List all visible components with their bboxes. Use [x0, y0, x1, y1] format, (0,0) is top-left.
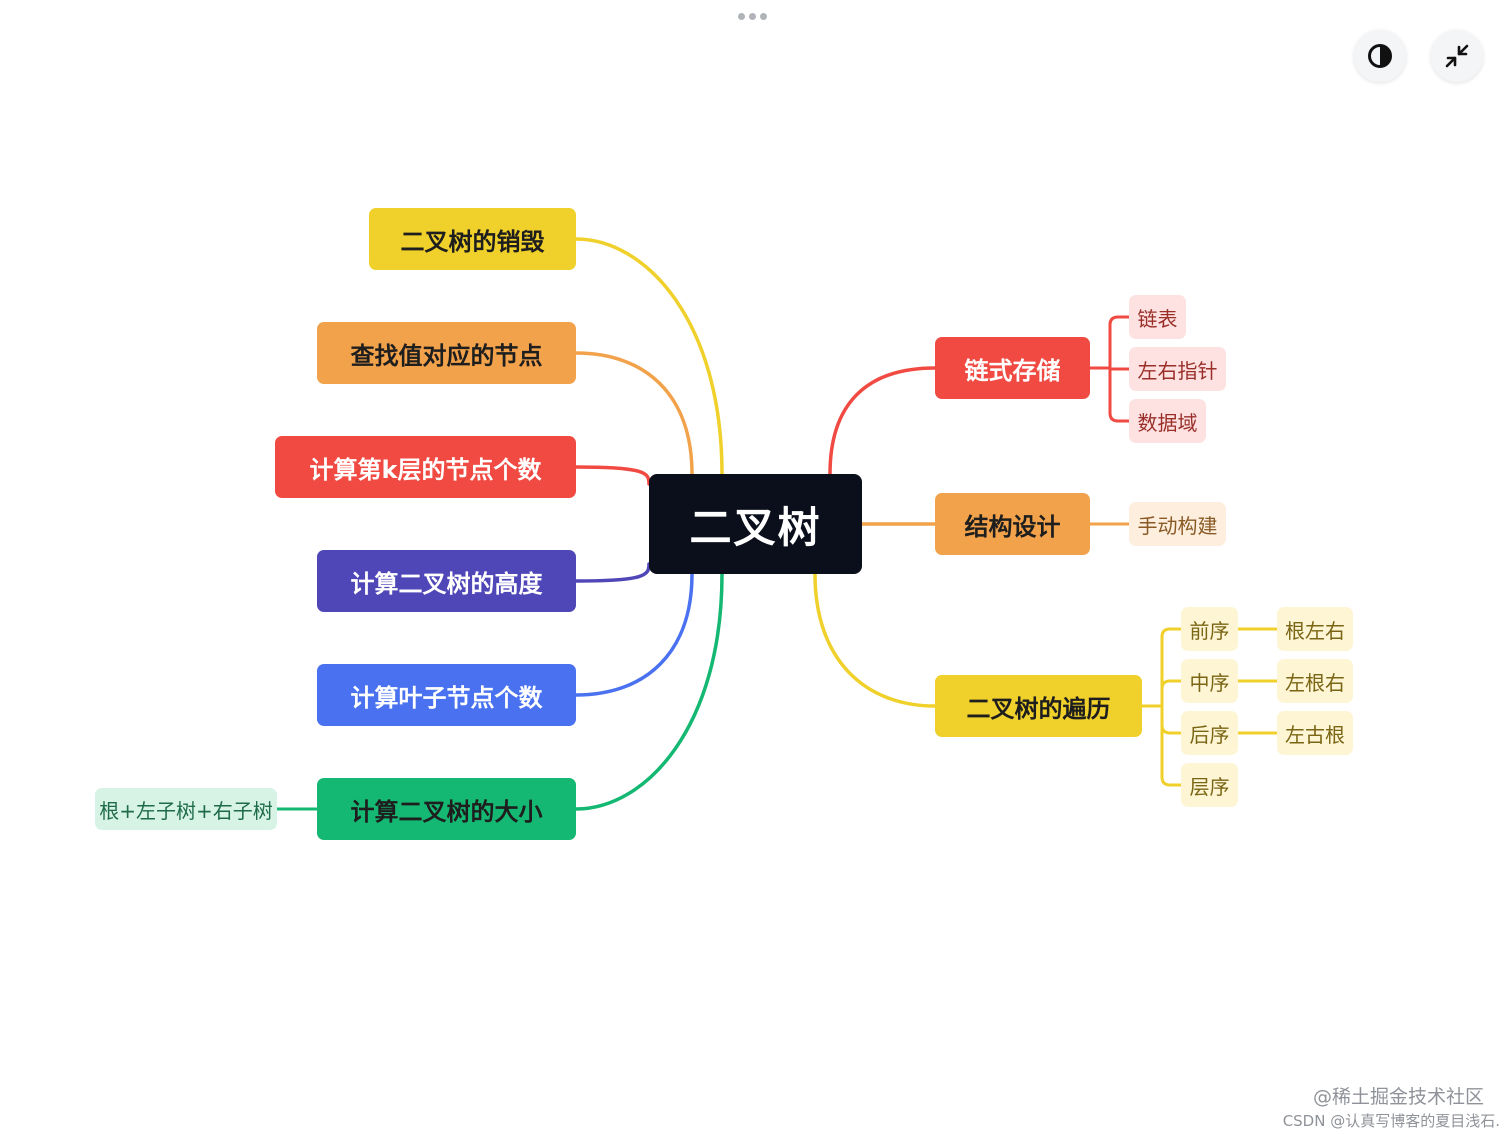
branch-find[interactable]: 查找值对应的节点	[317, 322, 576, 384]
connector-traverse-leaf-2	[1160, 723, 1183, 735]
leaf-traverse-1-0[interactable]: 左根右	[1277, 659, 1353, 703]
leaf-traverse-1[interactable]: 中序	[1181, 659, 1238, 703]
branch-leaf[interactable]: 计算叶子节点个数	[317, 664, 576, 726]
leaf-size-0[interactable]: 根+左子树+右子树	[95, 788, 277, 830]
theme-toggle-button[interactable]	[1354, 30, 1406, 82]
branch-design[interactable]: 结构设计	[935, 493, 1090, 555]
connector-height	[574, 562, 651, 583]
leaf-linked-1[interactable]: 左右指针	[1129, 347, 1226, 391]
connector-traverse-leaf-0	[1160, 627, 1183, 639]
leaf-linked-0[interactable]: 链表	[1129, 295, 1186, 339]
watermark-csdn: CSDN @认真写博客的夏目浅石.	[1282, 1112, 1500, 1130]
connector-destroy	[574, 237, 724, 476]
leaf-traverse-3[interactable]: 层序	[1181, 763, 1238, 807]
more-dots-icon[interactable]	[738, 13, 767, 20]
branch-destroy[interactable]: 二叉树的销毁	[369, 208, 576, 270]
watermark-juejin: @稀土掘金技术社区	[1312, 1086, 1484, 1108]
leaf-traverse-2-0[interactable]: 左古根	[1277, 711, 1353, 755]
branch-size[interactable]: 计算二叉树的大小	[317, 778, 576, 840]
root-node[interactable]: 二叉树	[649, 474, 862, 574]
collapse-button[interactable]	[1431, 30, 1483, 82]
branch-height[interactable]: 计算二叉树的高度	[317, 550, 576, 612]
connector-find	[574, 351, 694, 476]
branch-traverse[interactable]: 二叉树的遍历	[935, 675, 1142, 737]
branch-klevel[interactable]: 计算第k层的节点个数	[275, 436, 576, 498]
connector-traverse-leaf-1	[1160, 679, 1183, 691]
leaf-design-0[interactable]: 手动构建	[1129, 502, 1226, 546]
connector-linked	[828, 366, 937, 476]
leaf-linked-2[interactable]: 数据域	[1129, 399, 1206, 443]
connector-traverse-leaf-3	[1160, 775, 1183, 787]
connector-linked-leaf-0	[1108, 315, 1131, 327]
half-circle-contrast-icon	[1368, 44, 1392, 68]
leaf-traverse-0[interactable]: 前序	[1181, 607, 1238, 651]
connector-size	[574, 572, 724, 811]
connector-klevel	[574, 465, 651, 486]
minimize-arrows-icon	[1445, 44, 1469, 68]
connector-leaf	[574, 572, 694, 697]
connector-linked-leaf-2	[1108, 411, 1131, 423]
leaf-traverse-0-0[interactable]: 根左右	[1277, 607, 1353, 651]
branch-linked[interactable]: 链式存储	[935, 337, 1090, 399]
leaf-traverse-2[interactable]: 后序	[1181, 711, 1238, 755]
connector-traverse	[813, 572, 937, 708]
